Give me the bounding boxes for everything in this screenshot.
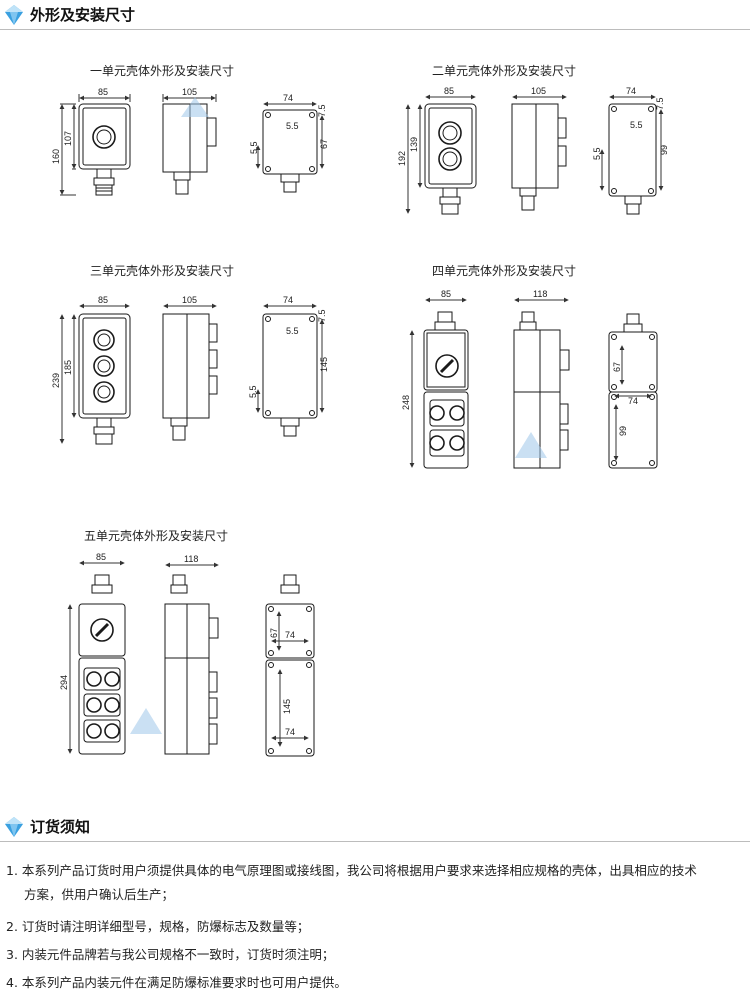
note-text: 本系列产品订货时用户须提供具体的电气原理图或接线图，我公司将根据用户要求来选择相… (21, 863, 697, 878)
note-text: 订货时请注明详细型号，规格，防爆标志及数量等； (21, 919, 310, 934)
dim-text: 192 (397, 151, 407, 166)
dim-text: 145 (319, 357, 329, 372)
dim-text: 7.5 (317, 309, 327, 322)
note-text: 本系列产品内装元件在满足防爆标准要求时也可用户提供。 (21, 975, 347, 990)
dim-text: 5.5 (630, 120, 643, 130)
section-header-ordering: 订货须知 (0, 812, 750, 842)
front-view (424, 103, 477, 215)
drawing-4 (409, 297, 658, 469)
dim-text: 67 (319, 139, 329, 149)
divider (0, 29, 750, 30)
dim-text: 5.5 (286, 326, 299, 336)
watermark-logo (130, 97, 547, 734)
dim-text: 74 (628, 396, 638, 406)
dim-text: 74 (285, 630, 295, 640)
dim-text: 139 (409, 137, 419, 152)
side-view (162, 313, 218, 441)
dim-text: 74 (283, 295, 293, 305)
dim-text: 118 (184, 554, 198, 564)
dim-text: 107 (63, 131, 73, 146)
mounting-plan (608, 103, 657, 215)
dim-text: 67 (269, 628, 279, 638)
drawing-caption-4: 四单元壳体外形及安装尺寸 (432, 264, 577, 278)
front-view (78, 103, 131, 196)
drawing-3 (59, 303, 325, 445)
side-view (162, 103, 217, 195)
dim-text: 85 (98, 87, 108, 97)
dim-text: 105 (182, 87, 197, 97)
dim-text: 160 (51, 149, 61, 164)
side-view (511, 103, 567, 211)
drawing-5 (67, 560, 315, 757)
note-number: 4. (6, 975, 18, 990)
dim-text: 248 (401, 395, 411, 410)
note-item: 1. 本系列产品订货时用户须提供具体的电气原理图或接线图，我公司将根据用户要求来… (6, 862, 746, 904)
divider (0, 841, 750, 842)
section-header-dimensions: 外形及安装尺寸 (0, 0, 750, 30)
drawing-caption-5: 五单元壳体外形及安装尺寸 (84, 529, 229, 543)
note-continuation: 方案，供用户确认后生产； (24, 887, 175, 902)
dim-text: 5.5 (592, 147, 602, 160)
note-number: 1. (6, 863, 18, 878)
note-number: 3. (6, 947, 18, 962)
dim-text: 99 (659, 145, 669, 155)
front-view (78, 574, 126, 755)
side-view (164, 574, 219, 755)
note-text: 内装元件品牌若与我公司规格不一致时，订货时须注明； (21, 947, 335, 962)
dim-text: 74 (626, 86, 636, 96)
dim-text: 294 (59, 675, 69, 690)
dim-text: 7.5 (317, 104, 327, 117)
note-item: 2. 订货时请注明详细型号，规格，防爆标志及数量等； (6, 918, 746, 936)
section-title: 订货须知 (30, 818, 91, 836)
note-item: 3. 内装元件品牌若与我公司规格不一致时，订货时须注明； (6, 946, 746, 964)
dim-text: 74 (285, 727, 295, 737)
drawing-2 (405, 94, 664, 215)
note-number: 2. (6, 919, 18, 934)
side-view (513, 311, 570, 469)
drawing-caption-1: 一单元壳体外形及安装尺寸 (90, 64, 235, 78)
dim-text: 105 (531, 86, 546, 96)
dim-text: 85 (444, 86, 454, 96)
drawing-caption-3: 三单元壳体外形及安装尺寸 (90, 264, 235, 278)
dim-text: 99 (618, 426, 628, 436)
dim-text: 185 (63, 360, 73, 375)
dim-text: 5.5 (248, 385, 258, 398)
front-view (78, 313, 131, 445)
diamond-icon (5, 5, 23, 25)
dim-text: 145 (282, 699, 292, 714)
dim-text: 118 (533, 289, 547, 299)
dim-text: 85 (98, 295, 108, 305)
dim-text: 5.5 (249, 141, 259, 154)
dim-text: 67 (612, 362, 622, 372)
mounting-plan (262, 313, 318, 437)
drawing-1 (59, 94, 325, 196)
mounting-plan (265, 574, 315, 757)
drawing-caption-2: 二单元壳体外形及安装尺寸 (432, 64, 577, 78)
mounting-plan (262, 109, 318, 193)
front-view (423, 311, 469, 469)
dim-text: 85 (96, 552, 106, 562)
section-title: 外形及安装尺寸 (30, 6, 136, 24)
dim-text: 7.5 (655, 97, 665, 110)
dim-text: 105 (182, 295, 197, 305)
note-item: 4. 本系列产品内装元件在满足防爆标准要求时也可用户提供。 (6, 974, 746, 992)
dim-text: 74 (283, 93, 293, 103)
diamond-icon (5, 817, 23, 837)
dim-text: 5.5 (286, 121, 299, 131)
dim-text: 239 (51, 373, 61, 388)
dim-text: 85 (441, 289, 451, 299)
